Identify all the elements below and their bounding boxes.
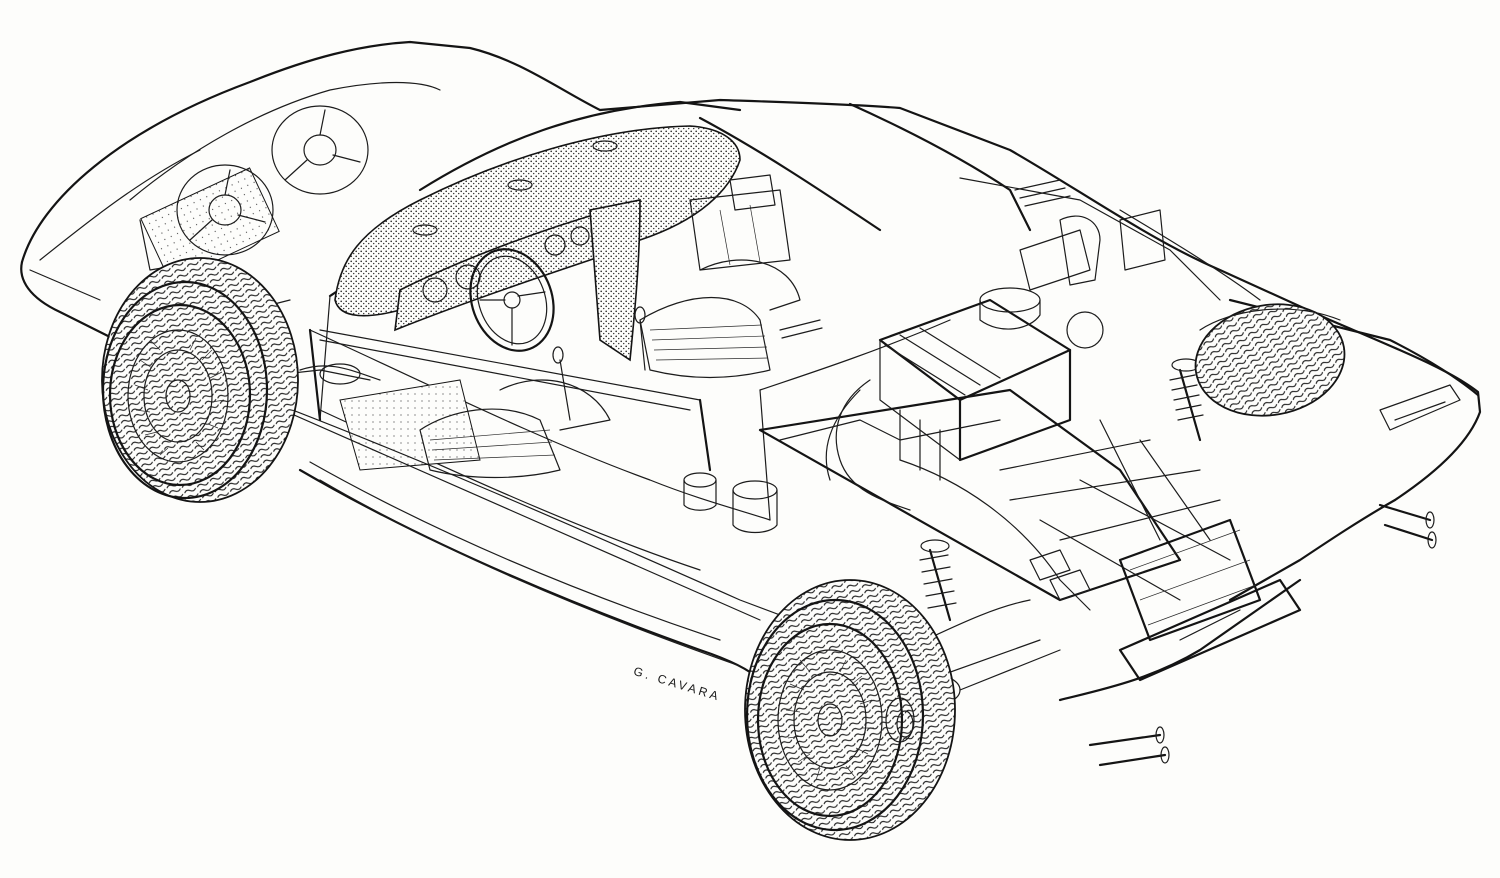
rear-wheel-icon xyxy=(744,579,956,841)
exhaust-tip-icon xyxy=(1088,503,1437,767)
spare-wheel-icon xyxy=(271,105,369,195)
engine-icon xyxy=(878,287,1072,481)
cabin xyxy=(308,174,1071,479)
far-rear-wheel-icon xyxy=(1194,303,1346,417)
dashboard xyxy=(334,125,741,362)
seat-icon xyxy=(639,259,801,379)
gear-lever-icon xyxy=(552,306,646,421)
engine-bay xyxy=(758,209,1437,767)
shock-absorber-icon xyxy=(919,539,957,622)
seat-icon xyxy=(419,379,611,479)
front-wheel-icon xyxy=(101,257,299,503)
fuel-tank-icon xyxy=(683,472,778,534)
dashboard-vent-icon xyxy=(412,140,618,236)
front-luggage-compartment xyxy=(129,81,441,283)
spare-wheel-icon xyxy=(176,164,274,256)
steering-wheel-icon xyxy=(469,248,555,352)
